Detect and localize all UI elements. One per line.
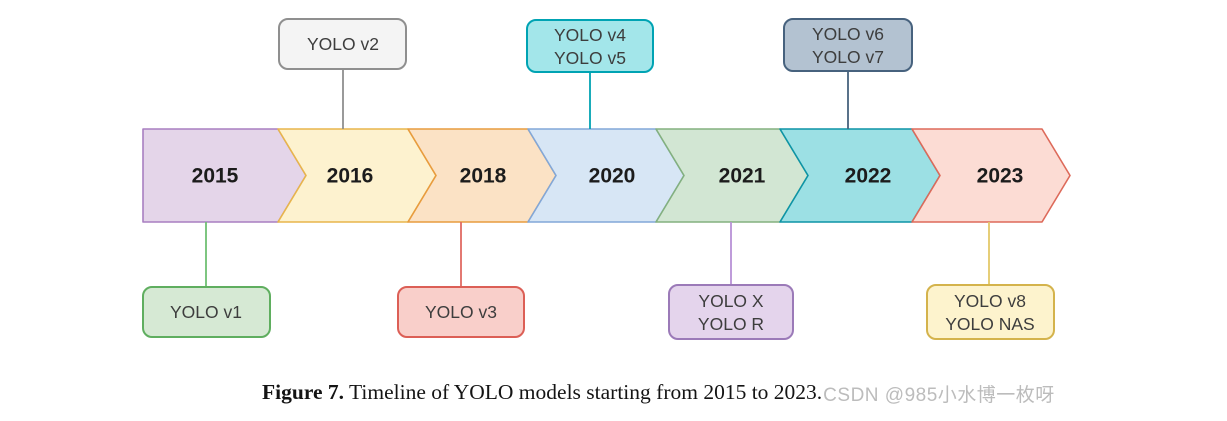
figure-number: Figure 7.: [262, 380, 345, 404]
figure-caption-text: Timeline of YOLO models starting from 20…: [344, 380, 823, 404]
callout-label: YOLO v7: [812, 47, 884, 67]
callout-yolo-v8-nas: YOLO v8 YOLO NAS: [926, 284, 1055, 340]
callout-label: YOLO v2: [307, 34, 379, 54]
year-label: 2022: [845, 165, 892, 188]
callout-yolo-v2: YOLO v2: [278, 18, 407, 70]
timeline-band: 2015 2016 2018 2020 2021 2022 2023: [142, 128, 1071, 223]
callout-label: YOLO v1: [170, 302, 242, 322]
callout-yolo-v1: YOLO v1: [142, 286, 271, 338]
callout-label: YOLO X: [698, 291, 763, 311]
year-label: 2020: [589, 165, 636, 188]
figure-caption: Figure 7. Timeline of YOLO models starti…: [262, 378, 1055, 406]
callout-box: [783, 18, 913, 72]
callout-yolo-v4-v5: YOLO v4 YOLO v5: [526, 19, 654, 73]
year-label: 2021: [719, 165, 766, 188]
callout-label: YOLO NAS: [945, 314, 1034, 334]
callout-box: [278, 18, 407, 70]
callout-box: [926, 284, 1055, 340]
callout-label: YOLO v3: [425, 302, 497, 322]
yolo-timeline-diagram: 2015 2016 2018 2020 2021 2022 2023 YOLO …: [142, 18, 1071, 340]
year-segment-2023: [911, 128, 1071, 223]
callout-box: [526, 19, 654, 73]
callout-box: [142, 286, 271, 338]
callout-box: [668, 284, 794, 340]
year-label: 2023: [977, 165, 1024, 188]
year-label: 2018: [460, 165, 507, 188]
callout-label: YOLO v4: [554, 25, 626, 45]
connector-lines: [205, 68, 990, 287]
callout-label: YOLO v8: [954, 291, 1026, 311]
callout-label: YOLO R: [698, 314, 764, 334]
callout-label: YOLO v6: [812, 24, 884, 44]
year-label: 2016: [327, 165, 374, 188]
callout-box: [397, 286, 525, 338]
csdn-watermark: CSDN @985小水博一枚呀: [823, 385, 1055, 406]
callout-label: YOLO v5: [554, 48, 626, 68]
callout-yolo-v3: YOLO v3: [397, 286, 525, 338]
year-label: 2015: [192, 165, 239, 188]
callout-yolo-v6-v7: YOLO v6 YOLO v7: [783, 18, 913, 72]
callout-yolo-x-r: YOLO X YOLO R: [668, 284, 794, 340]
